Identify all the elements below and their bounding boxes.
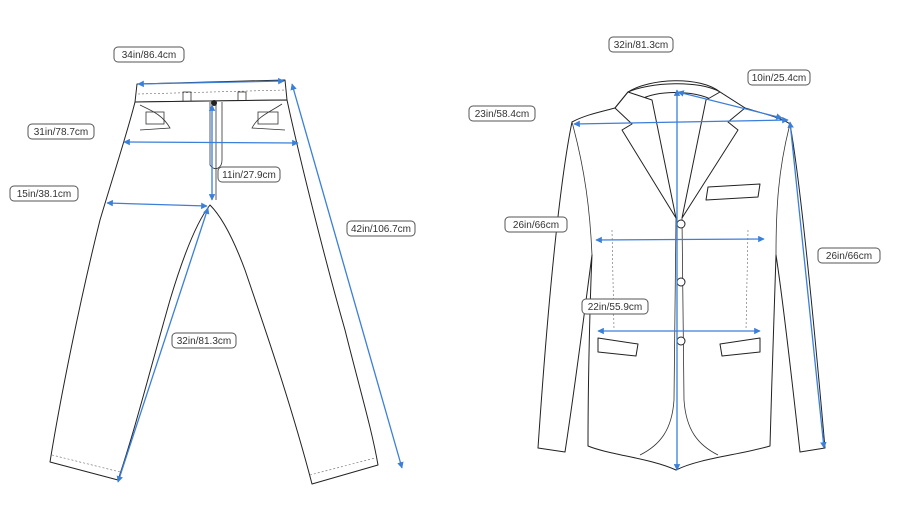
hip-label-text: 31in/78.7cm <box>34 127 88 138</box>
jacket-body <box>537 80 826 471</box>
pants-body <box>49 99 379 485</box>
rise-label-text: 11in/27.9cm <box>222 170 276 181</box>
jacket-measurements <box>573 89 827 471</box>
jacket-chest-label: 26in/66cm <box>504 216 568 233</box>
jacket-waist-label: 22in/55.9cm <box>581 298 649 315</box>
jacket-shoulder-label: 32in/81.3cm <box>608 36 674 53</box>
sleeve-measure-line <box>787 121 827 449</box>
jacket-button <box>676 219 686 229</box>
outseam-label: 42in/106.7cm <box>346 220 416 237</box>
jacket-collar-label-text: 10in/25.4cm <box>752 73 806 84</box>
jacket-breast-pocket <box>705 183 761 201</box>
shoulder-measure-line <box>573 116 789 128</box>
inseam-label: 32in/81.3cm <box>171 332 237 349</box>
jacket-left-armhole <box>571 121 593 256</box>
outseam-label-text: 42in/106.7cm <box>351 224 411 235</box>
jacket-shoulder-seam-label-text: 23in/58.4cm <box>475 109 529 120</box>
outseam-measure-line <box>290 83 404 469</box>
jacket-dart <box>611 229 615 331</box>
pants-labels: 34in/86.4cm 31in/78.7cm 15in/38.1cm 11in… <box>9 46 416 349</box>
jacket-button <box>676 336 686 346</box>
pants-pocket-right <box>251 103 286 131</box>
jacket-labels: 32in/81.3cm 10in/25.4cm 23in/58.4cm 26in… <box>468 36 881 315</box>
jacket-right-armhole <box>775 123 791 256</box>
waist-measure-line <box>137 77 285 88</box>
jacket-button <box>676 277 686 287</box>
pants-measurements <box>106 77 404 483</box>
thigh-measure-line <box>106 199 208 210</box>
thigh-label-text: 15in/38.1cm <box>17 189 71 200</box>
jacket-illustration <box>537 80 826 471</box>
jacket-chest-label-text: 26in/66cm <box>513 220 559 231</box>
chest-measure-line <box>595 235 765 244</box>
waist-label: 34in/86.4cm <box>113 46 185 63</box>
jacket-waist-label-text: 22in/55.9cm <box>588 302 642 313</box>
jacket-sleeve-label-text: 26in/66cm <box>826 251 872 262</box>
jacket-shoulder-seam-label: 23in/58.4cm <box>468 105 536 122</box>
jacket-front-edge-right <box>681 217 719 456</box>
thigh-label: 15in/38.1cm <box>9 185 79 202</box>
jacket-sleeve-label: 26in/66cm <box>817 247 881 264</box>
waist-label-text: 34in/86.4cm <box>122 50 176 61</box>
hip-label: 31in/78.7cm <box>27 123 95 140</box>
jacket-right-pocket <box>719 337 761 357</box>
pants-coin-pocket <box>145 111 165 125</box>
jacket-dart <box>745 229 749 331</box>
jacket-left-pocket <box>597 337 639 357</box>
pants-coin-pocket <box>257 111 279 125</box>
jacket-left-lapel <box>614 91 677 219</box>
pants-illustration <box>49 79 379 485</box>
jacket-collar-label: 10in/25.4cm <box>747 69 811 86</box>
jacket-shoulder-label-text: 32in/81.3cm <box>614 40 668 51</box>
rise-label: 11in/27.9cm <box>217 166 281 183</box>
inseam-measure-line <box>116 207 210 483</box>
pants-pocket-left <box>139 104 171 131</box>
collar-measure-line <box>677 90 783 120</box>
pants-waist-stitch <box>137 89 286 95</box>
inseam-label-text: 32in/81.3cm <box>177 336 231 347</box>
